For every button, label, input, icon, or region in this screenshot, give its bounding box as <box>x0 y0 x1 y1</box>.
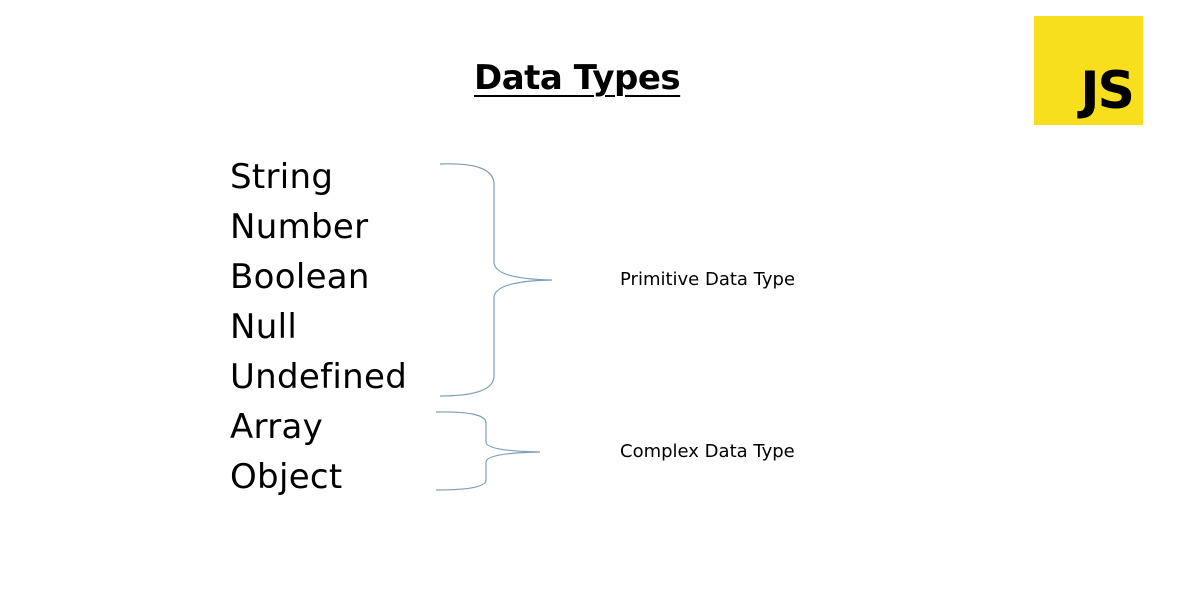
data-type-list: String Number Boolean Null Undefined Arr… <box>230 152 407 502</box>
type-item-null: Null <box>230 307 298 347</box>
js-logo-text: JS <box>1080 61 1135 121</box>
primitive-group-label: Primitive Data Type <box>620 269 796 290</box>
complex-group-label: Complex Data Type <box>620 441 795 462</box>
type-item-number: Number <box>230 207 369 247</box>
slide-title: Data Types <box>474 58 681 98</box>
type-item-undefined: Undefined <box>230 357 408 397</box>
js-logo: JS <box>1034 16 1143 125</box>
type-item-string: String <box>230 157 334 197</box>
type-item-object: Object <box>230 457 343 497</box>
primitive-brace <box>439 163 553 397</box>
complex-brace <box>435 411 541 491</box>
type-item-boolean: Boolean <box>230 257 370 297</box>
type-item-array: Array <box>230 407 324 447</box>
